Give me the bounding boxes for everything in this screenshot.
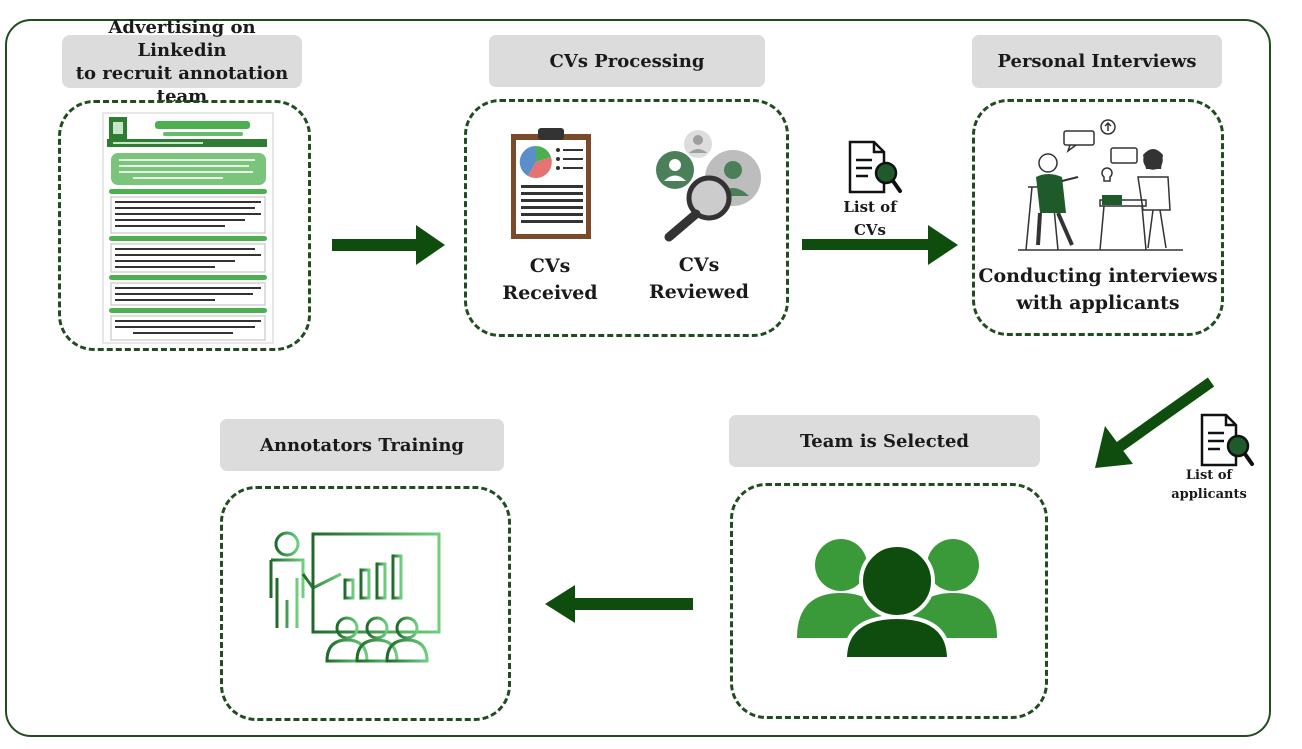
step-advertising-title: Advertising on Linkedin to recruit annot… xyxy=(75,16,289,107)
step-advertising-header: Advertising on Linkedin to recruit annot… xyxy=(62,17,302,107)
people-search-icon xyxy=(656,130,761,242)
step-interviews-box xyxy=(972,99,1224,336)
linkedin-post-icon xyxy=(102,112,274,344)
step-cvs-box xyxy=(464,99,789,337)
list-of-cvs-label: List of CVs xyxy=(843,198,897,239)
list-of-applicants-label: List of applicants xyxy=(1171,468,1247,502)
diagram-frame xyxy=(5,19,1271,737)
step-training-box xyxy=(220,486,511,721)
step-team-header: Team is Selected xyxy=(729,415,1040,467)
presentation-training-icon xyxy=(269,531,441,663)
step-cvs-title: CVs Processing xyxy=(549,50,705,72)
step-interviews-title: Personal Interviews xyxy=(997,51,1197,72)
team-group-icon xyxy=(797,539,997,661)
cvs-received-label: CVs Received xyxy=(502,255,598,304)
cvs-reviewed-label: CVs Reviewed xyxy=(649,254,749,303)
applicants-document-search-icon xyxy=(1200,413,1254,467)
interviews-caption: Conducting interviews with applicants xyxy=(978,265,1218,314)
step-interviews-header: Personal Interviews xyxy=(972,35,1222,88)
interview-scene-icon xyxy=(1018,119,1183,251)
step-training-header: Annotators Training xyxy=(220,419,504,471)
step-cvs-header: CVs Processing xyxy=(489,35,765,87)
arrow-cvs-to-interviews xyxy=(802,225,958,265)
step-team-title: Team is Selected xyxy=(799,430,970,452)
arrow-interviews-to-team xyxy=(1095,377,1215,468)
step-advertising-box xyxy=(58,100,311,351)
arrow-advertising-to-cvs xyxy=(332,225,445,265)
clipboard-chart-icon xyxy=(511,128,591,239)
step-team-box xyxy=(730,483,1048,719)
arrow-team-to-training xyxy=(545,585,693,623)
step-training-title: Annotators Training xyxy=(260,434,464,456)
document-search-icon xyxy=(848,140,902,194)
